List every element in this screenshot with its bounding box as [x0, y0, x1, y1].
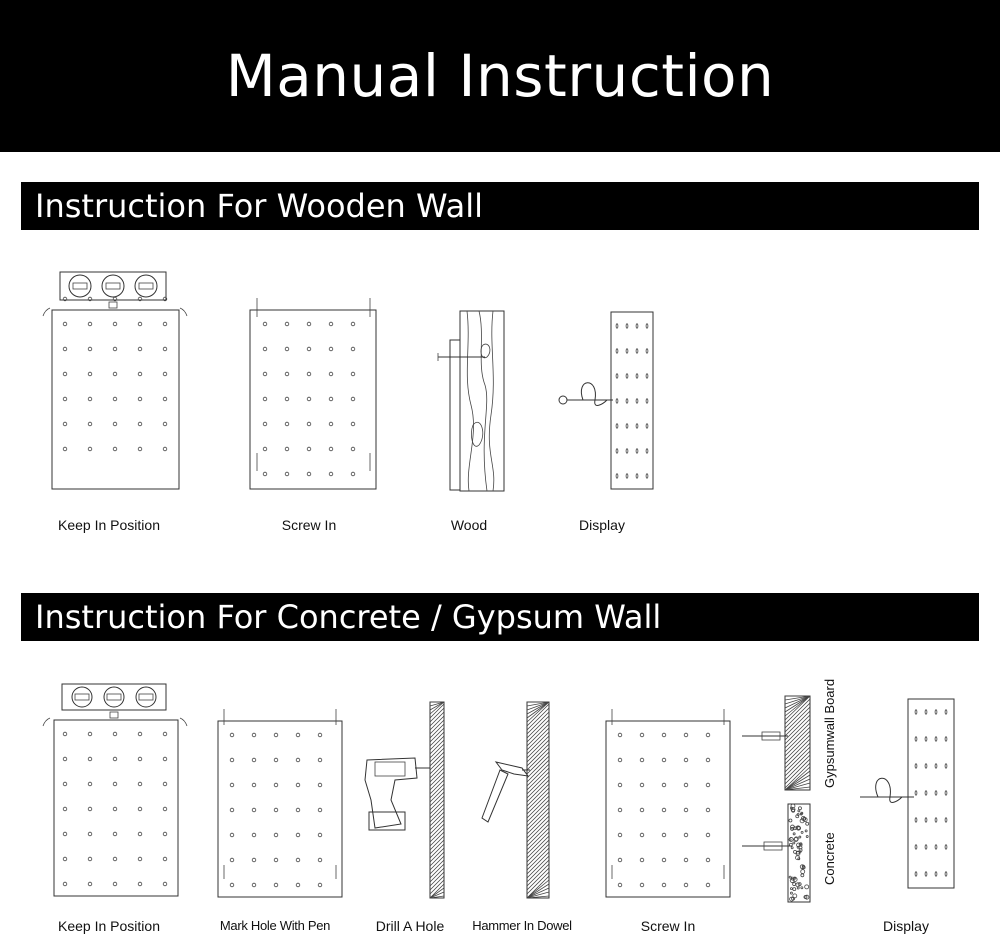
screw-in-illustration [605, 709, 731, 898]
keep-in-position-illustration [42, 271, 188, 490]
step-caption: Screw In [281, 517, 337, 533]
step-caption: Mark Hole With Pen [219, 918, 331, 933]
section-header-concrete-gypsum-wall: Instruction For Concrete / Gypsum Wall [21, 593, 979, 641]
wood-wall-illustration [437, 310, 505, 492]
gypsum-board-label: Gypsumwall Board [822, 678, 837, 788]
step-caption: Keep In Position [58, 517, 160, 533]
step-caption: Display [883, 918, 929, 934]
step-caption: Keep In Position [58, 918, 160, 934]
concrete-label: Concrete [822, 832, 837, 885]
step-caption: Screw In [640, 918, 696, 934]
screw-in-illustration [249, 298, 377, 490]
step-caption: Display [579, 517, 625, 533]
step-caption: Wood [450, 517, 488, 533]
section-title: Instruction For Wooden Wall [35, 187, 483, 225]
display-illustration [558, 311, 654, 490]
section-title: Instruction For Concrete / Gypsum Wall [35, 598, 662, 636]
step-caption: Hammer In Dowel [472, 918, 572, 933]
keep-in-position-illustration [42, 683, 188, 897]
section-header-wooden-wall: Instruction For Wooden Wall [21, 182, 979, 230]
step-caption: Drill A Hole [375, 918, 445, 934]
hammer-dowel-illustration [481, 701, 550, 899]
page-title: Manual Instruction [225, 42, 775, 110]
wall-types-illustration [742, 695, 811, 903]
drill-hole-illustration [364, 701, 445, 899]
mark-hole-illustration [217, 709, 343, 898]
header-banner: Manual Instruction [0, 0, 1000, 152]
display-illustration [860, 698, 955, 889]
